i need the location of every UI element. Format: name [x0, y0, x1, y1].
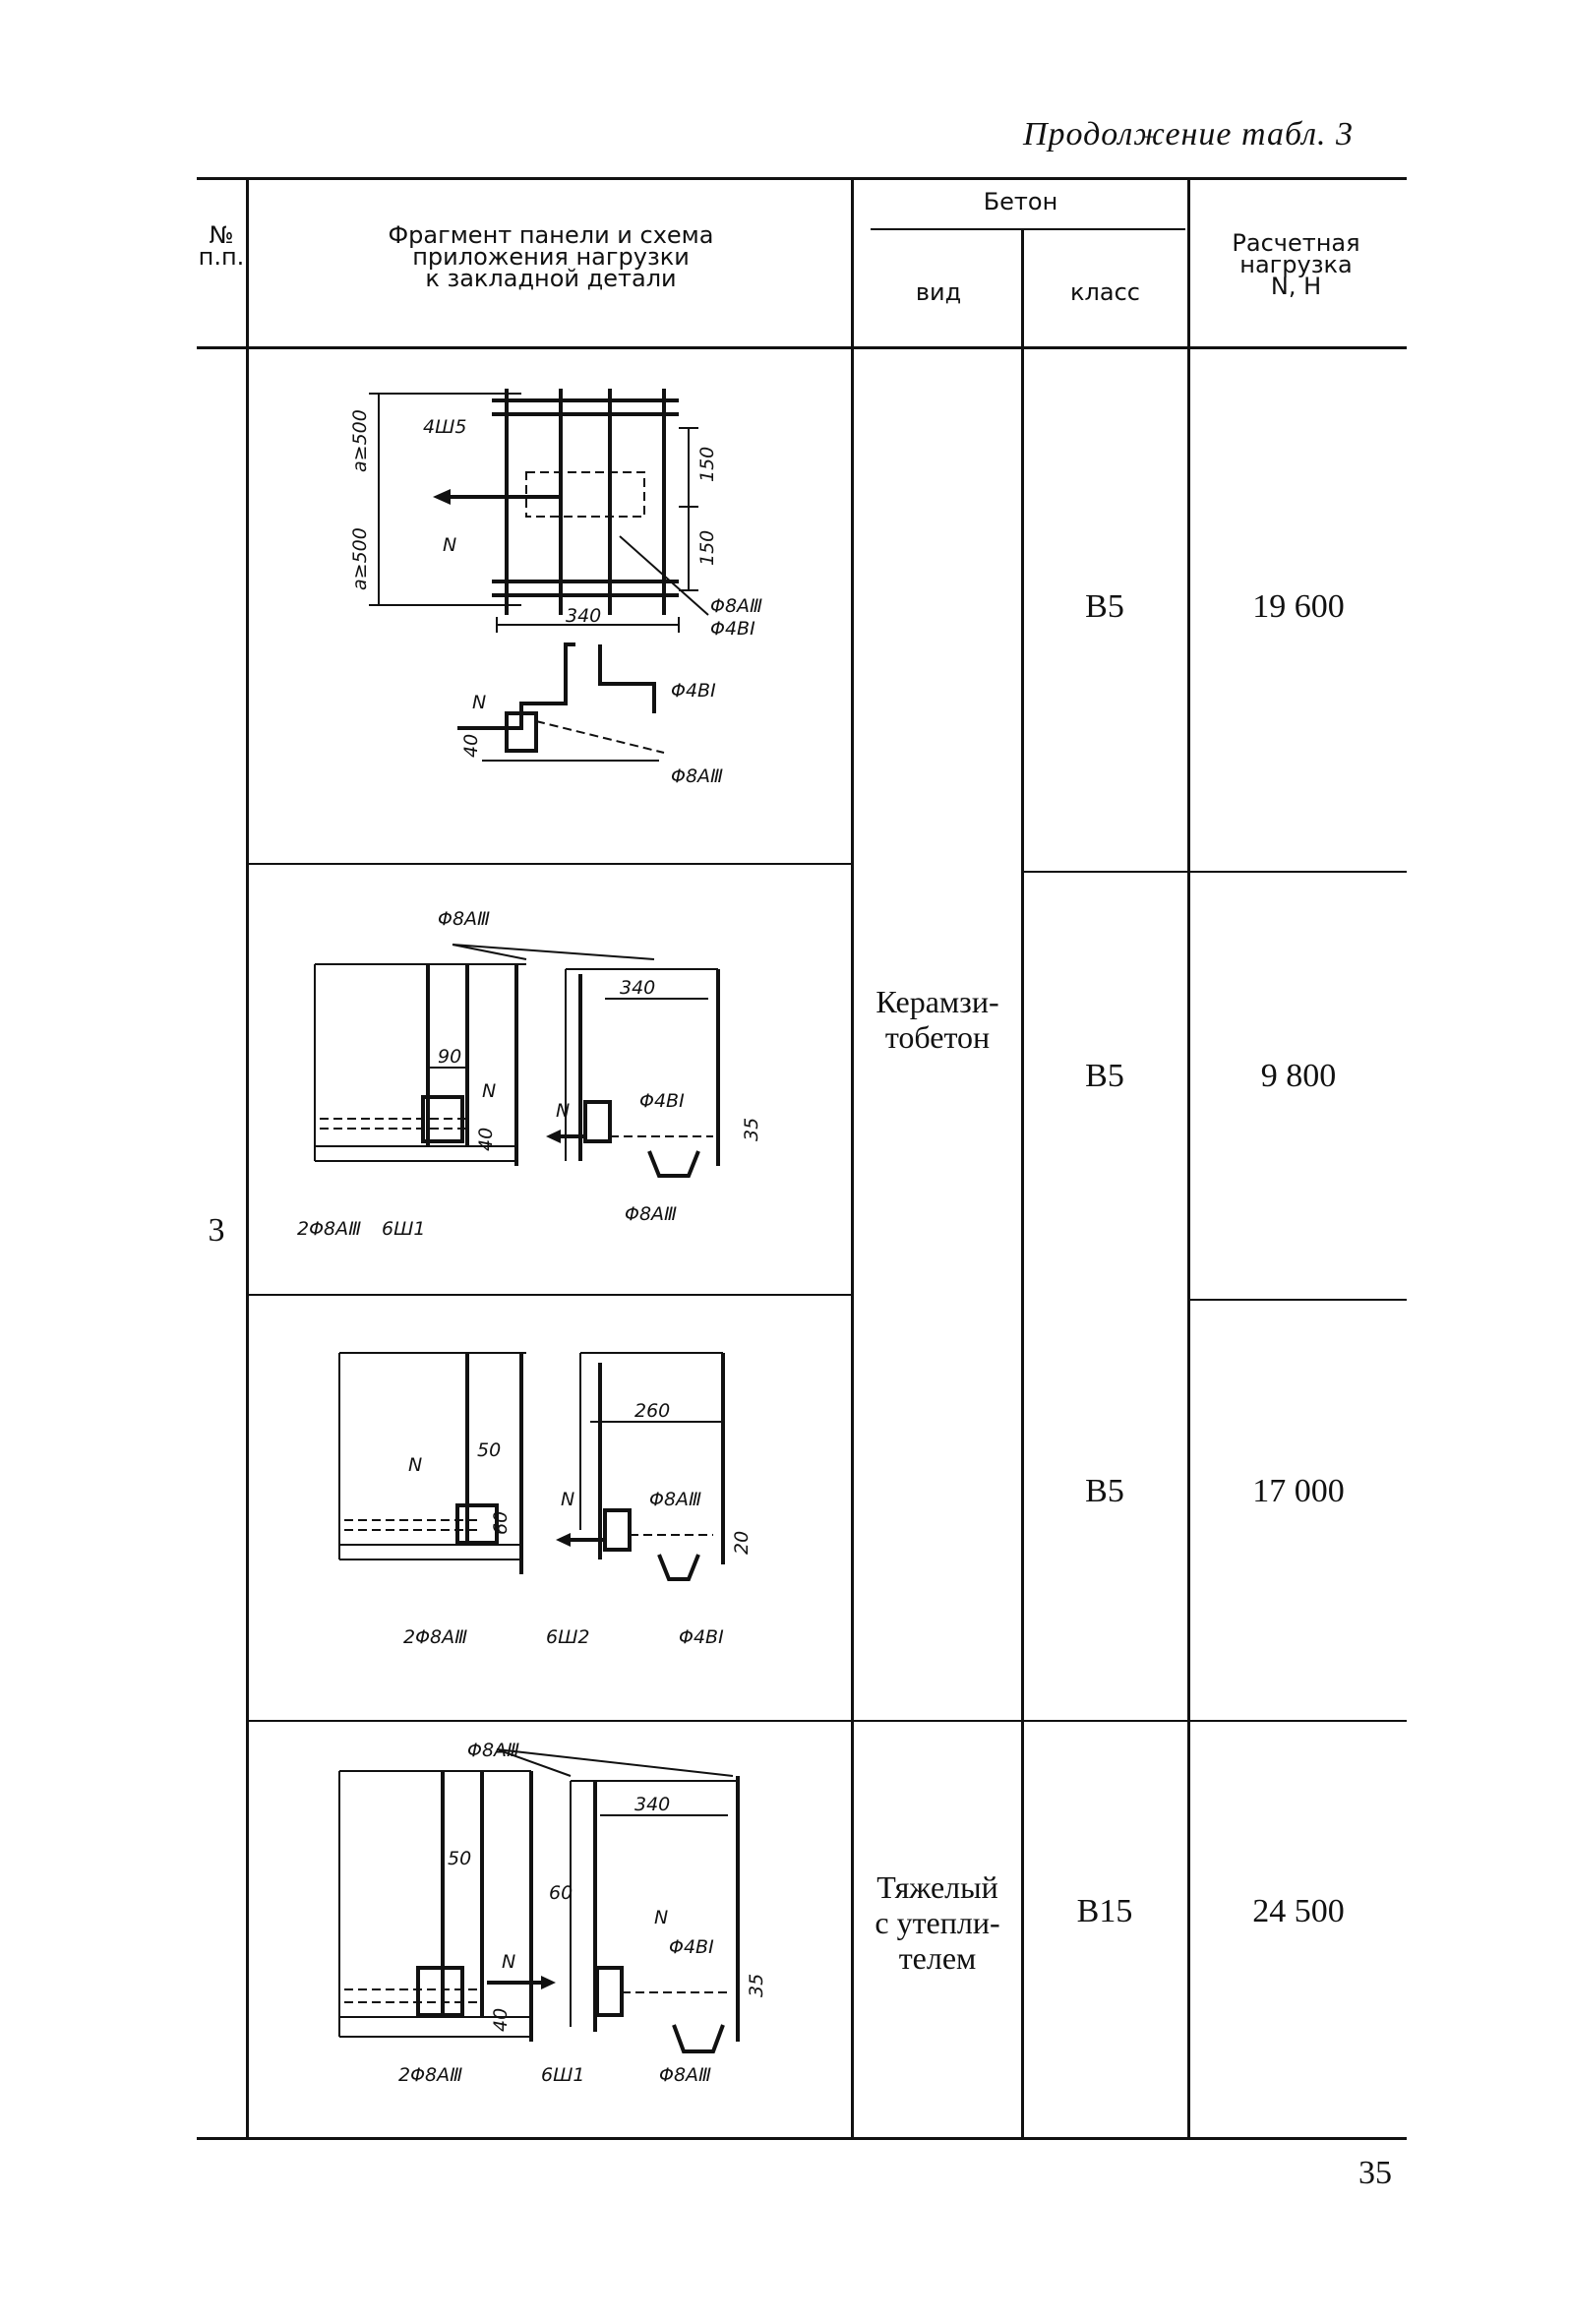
d2-label-phi8-top: Φ8AⅢ — [438, 908, 490, 930]
d4-label-60: 60 — [549, 1882, 573, 1904]
row-separator-3 — [248, 1720, 1407, 1722]
d2-label-2phi8: 2Φ8AⅢ — [297, 1218, 361, 1240]
d1-label-phi8-a: Φ8AⅢ — [710, 595, 762, 617]
d3-label-phi8: Φ8AⅢ — [649, 1489, 701, 1510]
d1-label-a2: a≥500 — [349, 527, 371, 590]
drawing-4: Φ8AⅢ 50 N 40 340 60 N Φ4BI 35 2Φ8AⅢ 6Ш1 … — [338, 1740, 767, 2086]
d4-label-40: 40 — [490, 2008, 512, 2032]
header-fragment-line1: Фрагмент панели и схема — [388, 221, 714, 249]
d3-label-20: 20 — [731, 1531, 753, 1555]
d4-label-35: 35 — [746, 1974, 767, 1997]
concrete-kind-2: Тяжелый с утепли- телем — [854, 1869, 1021, 1976]
d4-label-phi8-bottom: Φ8AⅢ — [659, 2064, 711, 2086]
col-divider-3 — [1021, 228, 1024, 2139]
col-divider-2 — [851, 179, 854, 2139]
d3-label-n2: N — [561, 1489, 574, 1510]
d2-label-phi8-bottom: Φ8AⅢ — [625, 1203, 677, 1225]
table-top-rule — [197, 177, 1407, 180]
d3-label-n: N — [408, 1454, 422, 1476]
concrete-kind-1-line1: Керамзи- — [875, 984, 999, 1019]
row-separator-1a — [248, 863, 851, 865]
header-load-line2: нагрузка — [1239, 251, 1353, 278]
row-4-class: В15 — [1076, 1893, 1133, 1929]
header-concrete: Бетон — [983, 188, 1058, 215]
d1-label-40: 40 — [460, 734, 482, 758]
d1-label-4sh5: 4Ш5 — [423, 416, 467, 438]
d1-label-a1: a≥500 — [349, 409, 371, 472]
d3-label-50: 50 — [477, 1439, 501, 1461]
d3-label-2phi8: 2Φ8AⅢ — [403, 1626, 467, 1648]
header-class: класс — [1070, 278, 1140, 306]
header-num: № п.п. — [192, 221, 251, 271]
drawing-3: 50 N 60 260 N Φ8AⅢ 20 2Φ8AⅢ 6Ш2 Φ4BI — [338, 1352, 753, 1648]
d4-label-phi4: Φ4BI — [669, 1936, 714, 1958]
row-separator-2b — [1190, 1299, 1407, 1301]
d3-label-phi4: Φ4BI — [679, 1626, 724, 1648]
d3-label-260: 260 — [634, 1400, 670, 1422]
row-2-class: В5 — [1085, 1058, 1124, 1094]
d4-label-50: 50 — [448, 1848, 471, 1869]
header-fragment-line3: к закладной детали — [425, 265, 677, 292]
d2-label-6sh1: 6Ш1 — [382, 1218, 426, 1240]
d4-label-2phi8: 2Φ8AⅢ — [398, 2064, 462, 2086]
row-separator-2a — [248, 1294, 851, 1296]
d4-label-n2: N — [654, 1907, 668, 1928]
header-num-line1: № — [209, 221, 234, 249]
d4-label-6sh1: 6Ш1 — [541, 2064, 585, 2086]
page-number: 35 — [1358, 2155, 1392, 2191]
concrete-kind-2-line1: Тяжелый — [876, 1869, 998, 1905]
d1-label-n: N — [443, 534, 456, 556]
continuation-title: Продолжение табл. 3 — [1023, 116, 1355, 153]
row-2-load: 9 800 — [1260, 1058, 1337, 1094]
d2-label-phi4: Φ4BI — [639, 1090, 685, 1112]
d1-label-150b: 150 — [696, 530, 718, 566]
d2-label-n: N — [482, 1080, 496, 1102]
d4-label-n: N — [502, 1951, 515, 1973]
concrete-kind-2-line3: телем — [898, 1940, 977, 1976]
header-fragment: Фрагмент панели и схема приложения нагру… — [251, 221, 851, 292]
d2-label-340: 340 — [620, 977, 655, 999]
d1-label-150a: 150 — [696, 447, 718, 482]
row-separator-1b — [1023, 871, 1407, 873]
row-1-class: В5 — [1085, 588, 1124, 625]
concrete-kind-1: Керамзи- тобетон — [854, 984, 1021, 1055]
concrete-kind-1-line2: тобетон — [884, 1019, 991, 1055]
drawing-2: Φ8AⅢ 90 N 40 340 N Φ4BI 35 2Φ8AⅢ 6Ш1 Φ8A… — [297, 908, 762, 1240]
d3-label-60: 60 — [490, 1511, 512, 1535]
d1-label-phi4-b: Φ4BI — [671, 680, 716, 702]
d2-label-90: 90 — [438, 1046, 461, 1068]
d4-label-phi8-top: Φ8AⅢ — [467, 1740, 519, 1761]
concrete-kind-2-line2: с утепли- — [875, 1905, 1000, 1940]
row-4-load: 24 500 — [1252, 1893, 1345, 1929]
d2-label-n2: N — [556, 1100, 570, 1122]
header-load-line3: N, Н — [1270, 273, 1322, 300]
col-divider-4 — [1187, 179, 1190, 2139]
d1-label-phi4-a: Φ4BI — [710, 618, 755, 640]
table-bottom-rule — [197, 2137, 1407, 2140]
header-load: Расчетная нагрузка N, Н — [1190, 229, 1402, 300]
header-fragment-line2: приложения нагрузки — [412, 243, 690, 271]
header-load-line1: Расчетная — [1232, 229, 1360, 257]
row-number: 3 — [208, 1212, 225, 1249]
drawing-1: 4Ш5 N a≥500 a≥500 150 150 340 Φ8AⅢ Φ4BI … — [349, 389, 762, 787]
header-kind: вид — [915, 278, 962, 306]
header-bottom-rule — [197, 346, 1407, 349]
row-1-load: 19 600 — [1252, 588, 1345, 625]
d1-label-phi8-b: Φ8AⅢ — [671, 765, 723, 787]
row-3-load: 17 000 — [1252, 1473, 1345, 1509]
d1-label-340: 340 — [566, 605, 601, 627]
concrete-header-rule — [871, 228, 1185, 230]
d1-label-n2: N — [472, 692, 486, 713]
d3-label-6sh2: 6Ш2 — [546, 1626, 590, 1648]
d2-label-40: 40 — [475, 1128, 497, 1151]
header-num-line2: п.п. — [198, 243, 245, 271]
col-divider-1 — [246, 179, 249, 2139]
d4-label-340: 340 — [634, 1794, 670, 1815]
d2-label-35: 35 — [741, 1118, 762, 1141]
row-3-class: В5 — [1085, 1473, 1124, 1509]
